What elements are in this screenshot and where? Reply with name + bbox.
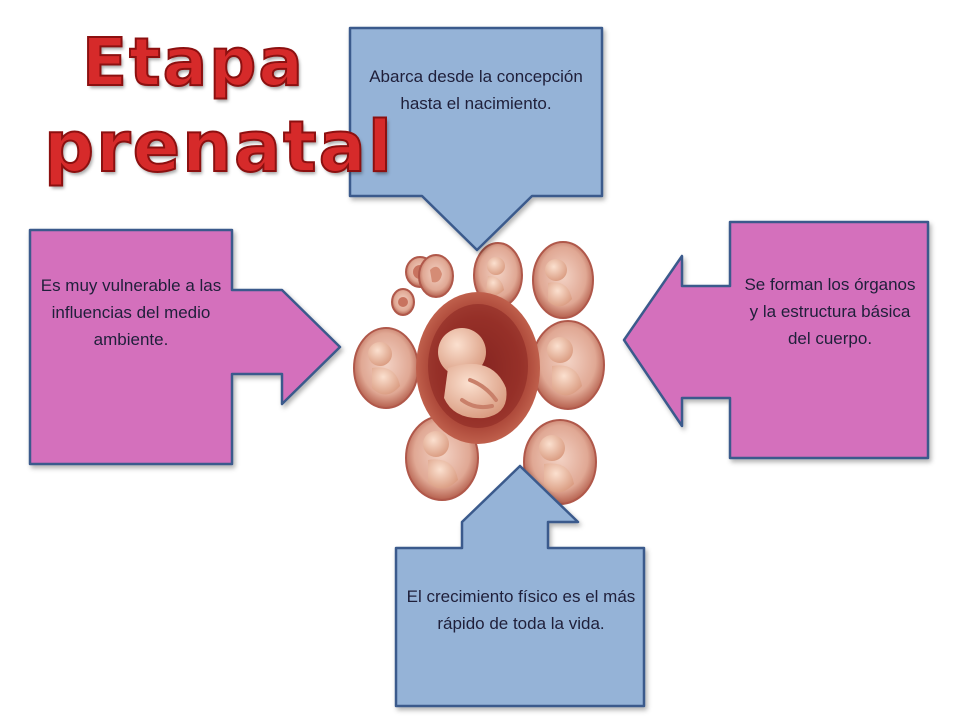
- callout-left-text: Es muy vulnerable a las influencias del …: [40, 275, 222, 349]
- fetus-stage-4: [473, 242, 523, 308]
- fetal-development-illustration: [353, 241, 605, 505]
- callout-top: [348, 26, 604, 252]
- fetus-full-term: [416, 292, 540, 444]
- fetus-stage-9: [523, 419, 597, 505]
- title-line-1: Etapa: [81, 24, 305, 101]
- embryo-stage-3: [418, 254, 454, 298]
- callout-right: [622, 220, 930, 460]
- embryo-stage-1: [391, 288, 415, 316]
- callout-left: [28, 228, 342, 466]
- title-line-2: prenatal: [43, 106, 394, 188]
- callout-top-text: Abarca desde la concepción hasta el naci…: [369, 67, 583, 113]
- fetus-stage-6: [353, 327, 419, 409]
- callout-bottom-text: El crecimiento físico es el más rápido d…: [406, 587, 636, 633]
- fetus-stage-7: [531, 320, 605, 410]
- fetus-stage-5: [532, 241, 594, 319]
- callout-bottom: [394, 464, 646, 708]
- callout-right-text: Se forman los órganos y la estructura bá…: [744, 274, 916, 348]
